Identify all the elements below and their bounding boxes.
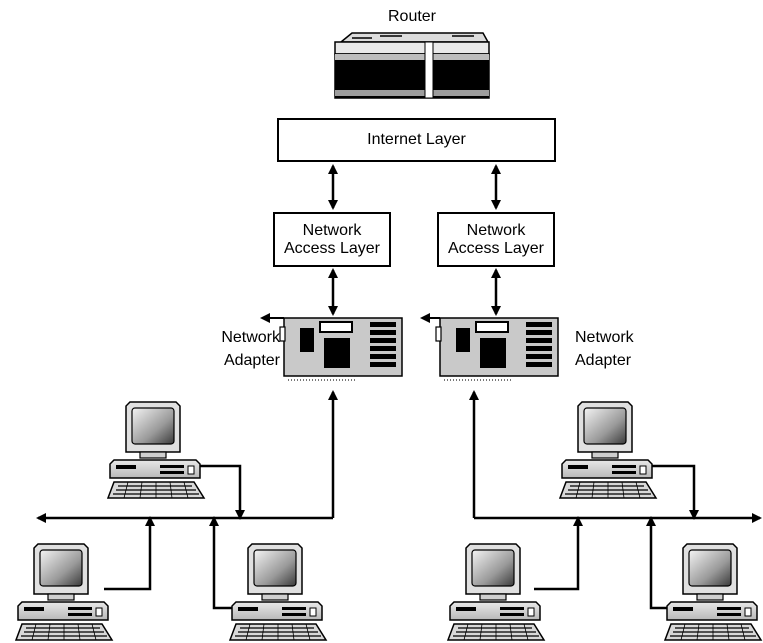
network-adapter-left-line2: Adapter [223,352,280,369]
network-adapter-left-line1: Network [221,329,280,346]
computer-icon-left-bottom-2 [229,543,327,641]
network-access-right-line1: Network [466,221,526,239]
router-icon [334,32,490,99]
network-adapter-left-label: Network Adapter [190,328,280,370]
network-access-left-line2: Access Layer [283,239,381,257]
computer-icon-right-bottom-2 [664,543,762,641]
network-adapter-right-line1: Network [575,329,634,346]
network-access-layer-left-box: Network Access Layer [273,212,391,267]
network-access-layer-right-box: Network Access Layer [437,212,555,267]
computer-icon-left-bottom-1 [15,543,113,641]
network-access-left-line1: Network [302,221,362,239]
network-access-right-line2: Access Layer [447,239,545,257]
network-adapter-left-icon [260,313,403,381]
router-label: Router [387,8,437,25]
network-adapter-right-icon [420,313,559,381]
computer-icon-left-top [107,401,205,499]
internet-layer-label: Internet Layer [367,131,466,148]
computer-icon-right-top [559,401,657,499]
left-lan-links [36,390,338,610]
right-lan-links [469,390,762,610]
internet-layer-box: Internet Layer [277,118,556,162]
network-adapter-right-label: Network Adapter [575,328,665,370]
network-adapter-right-line2: Adapter [575,352,632,369]
computer-icon-right-bottom-1 [447,543,545,641]
